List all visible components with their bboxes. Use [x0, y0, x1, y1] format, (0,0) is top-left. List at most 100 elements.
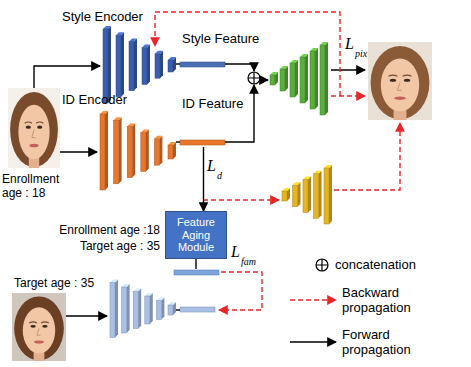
forward-line: [225, 85, 254, 142]
age-note: Target age : 35: [40, 240, 160, 254]
illustration-part: [116, 35, 121, 97]
illustration-part: [316, 259, 328, 271]
illustration-part: [310, 51, 315, 109]
illustration-part: [168, 142, 176, 145]
illustration-part: [8, 88, 60, 168]
backward-line: [155, 12, 340, 96]
illustration-part: [298, 182, 301, 207]
loss-symbol: L: [231, 243, 240, 260]
id-feature-bar: [180, 140, 225, 145]
id-decoder-shape: [282, 165, 332, 224]
illustration-part: [282, 188, 290, 201]
backward-line: [334, 123, 400, 190]
illustration-part: [142, 48, 147, 85]
loss-subscript: d: [217, 171, 222, 181]
illustration-part: [141, 130, 149, 172]
process-box: Feature Aging Module: [165, 211, 227, 259]
legend-sample: [290, 342, 336, 343]
illustration-part: [133, 289, 141, 329]
illustration-part: [310, 48, 318, 51]
legend-entry: concatenation: [335, 258, 460, 273]
illustration-part: [282, 188, 290, 191]
legend-text: concatenation: [335, 257, 416, 272]
forward-line: [225, 64, 254, 71]
legend-samples: [290, 259, 336, 342]
illustration-part: [168, 57, 176, 60]
illustration-part: [248, 72, 260, 84]
loss-subscript: fam: [241, 256, 256, 267]
output-face: [368, 42, 432, 120]
illustration-part: [168, 57, 176, 72]
illustration-part: [314, 171, 322, 174]
illustration-part: [142, 45, 150, 48]
illustration-part: [37, 328, 41, 335]
illustration-part: [168, 302, 176, 315]
illustration-part: [146, 130, 149, 172]
age-note: Enrollment age :18: [40, 224, 160, 238]
style-feature-bar: [180, 62, 225, 67]
illustration-part: [324, 165, 332, 224]
illustration-part: [141, 130, 149, 133]
illustration-part: [155, 51, 163, 54]
legend-text: Backward propagation: [342, 285, 411, 315]
node-label: Style Feature: [182, 32, 259, 47]
illustration-part: [303, 177, 311, 213]
illustration-part: [381, 58, 419, 111]
illustration-part: [270, 75, 275, 85]
forward-line: [260, 79, 268, 80]
illustration-part: [368, 42, 432, 120]
illustration-part: [293, 182, 301, 207]
illustration-part: [105, 111, 108, 190]
illustration-part: [280, 66, 288, 69]
image-decoder-shape: [270, 42, 328, 115]
illustration-part: [147, 45, 150, 85]
age-note: Enrollment age :18: [59, 223, 160, 237]
illustration-part: [160, 51, 163, 78]
illustration-part: [122, 284, 130, 333]
illustration-part: [280, 69, 285, 91]
illustration-part: [30, 325, 35, 328]
illustration-part: [404, 79, 410, 82]
illustration-part: [114, 117, 122, 184]
illustration-part: [154, 136, 162, 139]
illustration-part: [14, 296, 64, 360]
illustration-part: [300, 54, 308, 103]
node-label: ID Feature: [182, 97, 243, 112]
target-face: [12, 293, 66, 361]
illustration-part: [103, 26, 111, 103]
illustration-part: [122, 287, 127, 333]
illustration-part: [168, 305, 173, 315]
loss-subscript: pix: [355, 48, 367, 59]
age-note: Target age : 35: [80, 239, 160, 253]
illustration-part: [103, 26, 111, 29]
illustration-part: [129, 38, 137, 41]
illustration-part: [156, 298, 164, 320]
illustration-part: [316, 259, 328, 271]
illustration-part: [110, 280, 118, 338]
illustration-part: [114, 120, 119, 184]
age-note: Enrollment age : 18: [2, 172, 59, 200]
illustration-part: [314, 174, 319, 219]
illustration-part: [145, 293, 153, 296]
illustration-part: [300, 57, 305, 103]
illustration-part: [315, 48, 318, 109]
illustration-part: [100, 114, 105, 190]
illustration-part: [290, 60, 298, 63]
illustration-part: [394, 96, 406, 99]
illustration-part: [270, 72, 278, 85]
illustration-part: [310, 48, 318, 109]
aged-feature-bar: [174, 270, 219, 275]
encoder-block: ID Encoder: [58, 86, 176, 192]
illustration-part: [248, 72, 260, 84]
flow-connector: [176, 141, 180, 142]
target-feature-bar: [180, 307, 215, 312]
illustration-part: [115, 280, 118, 338]
illustration-part: [300, 54, 308, 57]
illustration-part: [119, 117, 122, 184]
illustration-part: [29, 144, 38, 148]
backward-line: [331, 95, 365, 96]
legend-entry: Forward propagation: [342, 328, 432, 358]
illustration-part: [293, 185, 298, 207]
illustration-part: [290, 341, 336, 342]
encoder-block: Style Encoder: [58, 3, 176, 105]
